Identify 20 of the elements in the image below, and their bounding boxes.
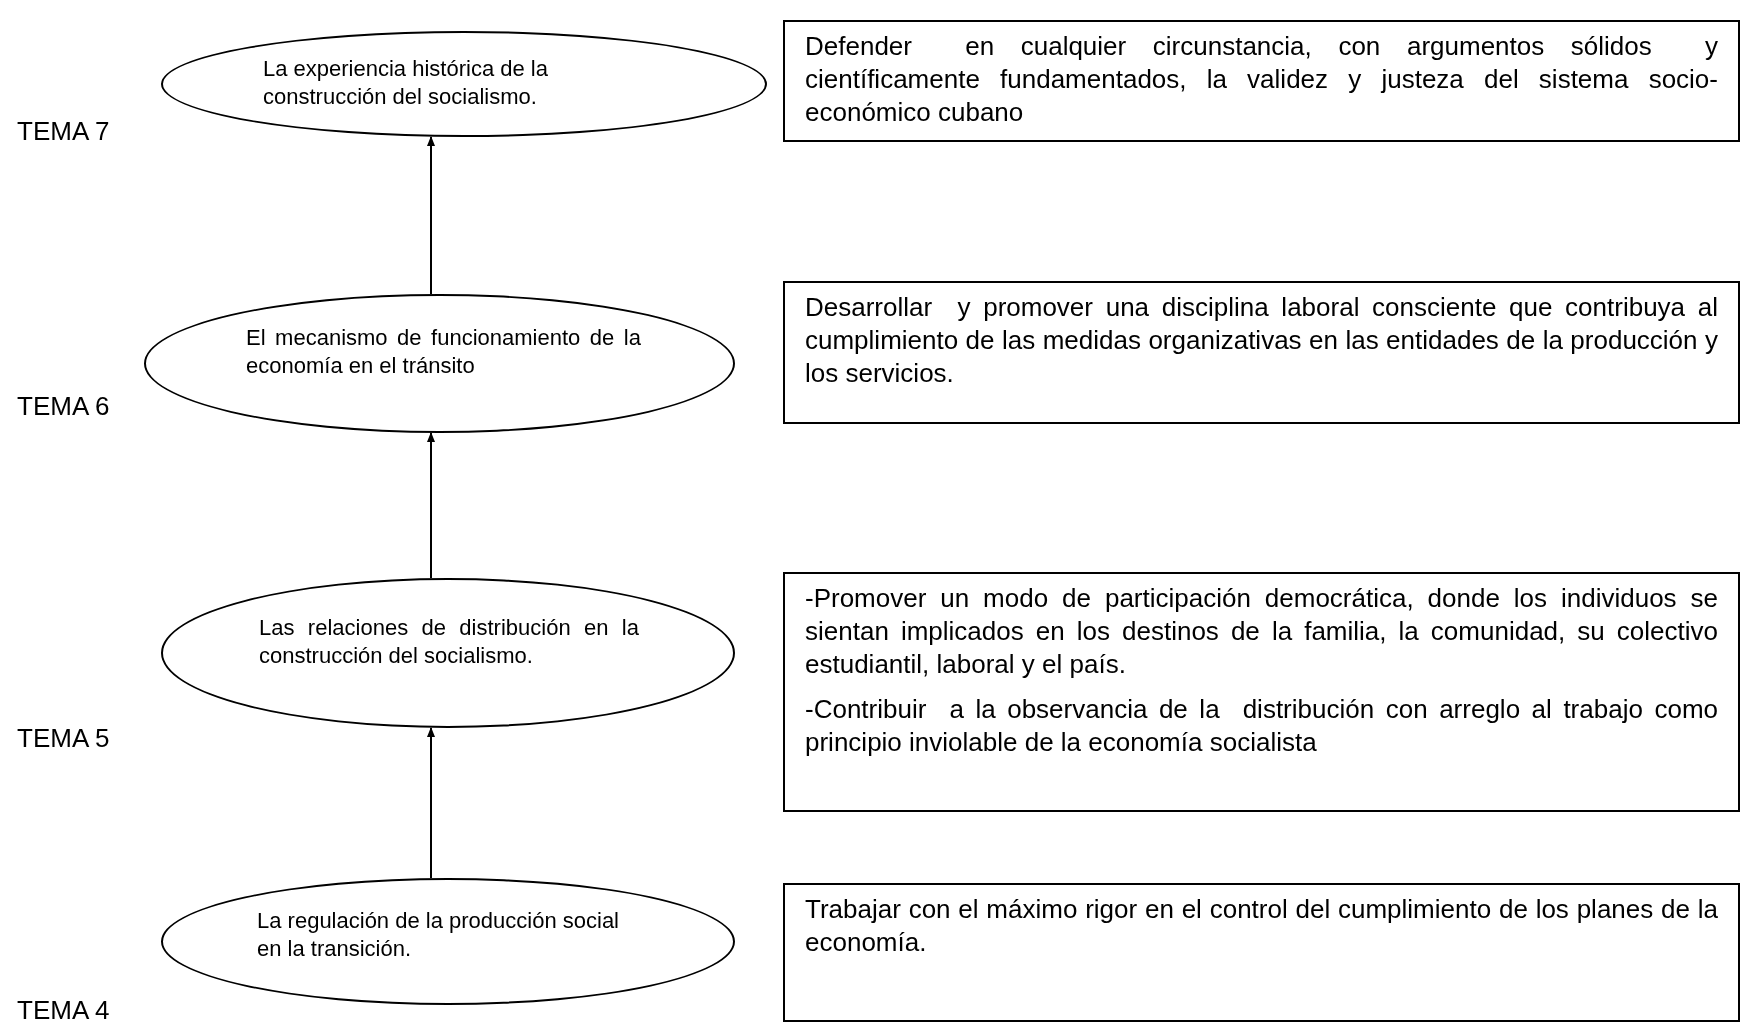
objective-text: Defender en cualquier circunstancia, con argumentos sólidos y científicamente fundamentados, la validez y justeza del sistema socio-económico cubano bbox=[805, 30, 1718, 129]
topic-text: La regulación de la producción social en la transición. bbox=[257, 907, 620, 963]
objective-text: Desarrollar y promover una disciplina laboral consciente que contribuya al cumplimiento de las medidas organizativas en las entidades de la producción y los servicios. bbox=[805, 291, 1718, 390]
arrow bbox=[427, 136, 435, 295]
topic-label: TEMA 7 bbox=[17, 118, 110, 144]
objective-text: -Promover un modo de participación democrática, donde los individuos se sientan implicados en los destinos de la familia, la comunidad, su colectivo estudiantil, laboral y el país. bbox=[805, 582, 1718, 681]
topic-text: La experiencia histórica de la construcción del socialismo. bbox=[263, 55, 549, 111]
objective-box bbox=[783, 572, 1740, 812]
objective-text: Trabajar con el máximo rigor en el control del cumplimiento de los planes de la economía. bbox=[805, 893, 1718, 959]
topic-text: El mecanismo de funcionamiento de la economía en el tránsito bbox=[246, 324, 641, 380]
objective-box bbox=[783, 883, 1740, 1022]
objective-box bbox=[783, 281, 1740, 424]
objective-text: -Contribuir a la observancia de la distribución con arreglo al trabajo como principio inviolable de la economía socialista bbox=[805, 693, 1718, 759]
topic-label: TEMA 4 bbox=[17, 997, 110, 1023]
objective-box bbox=[783, 20, 1740, 142]
arrow bbox=[427, 432, 435, 579]
topic-label: TEMA 6 bbox=[17, 393, 110, 419]
topic-text: Las relaciones de distribución en la construcción del socialismo. bbox=[259, 614, 639, 670]
topic-label: TEMA 5 bbox=[17, 725, 110, 751]
arrow bbox=[427, 727, 435, 879]
